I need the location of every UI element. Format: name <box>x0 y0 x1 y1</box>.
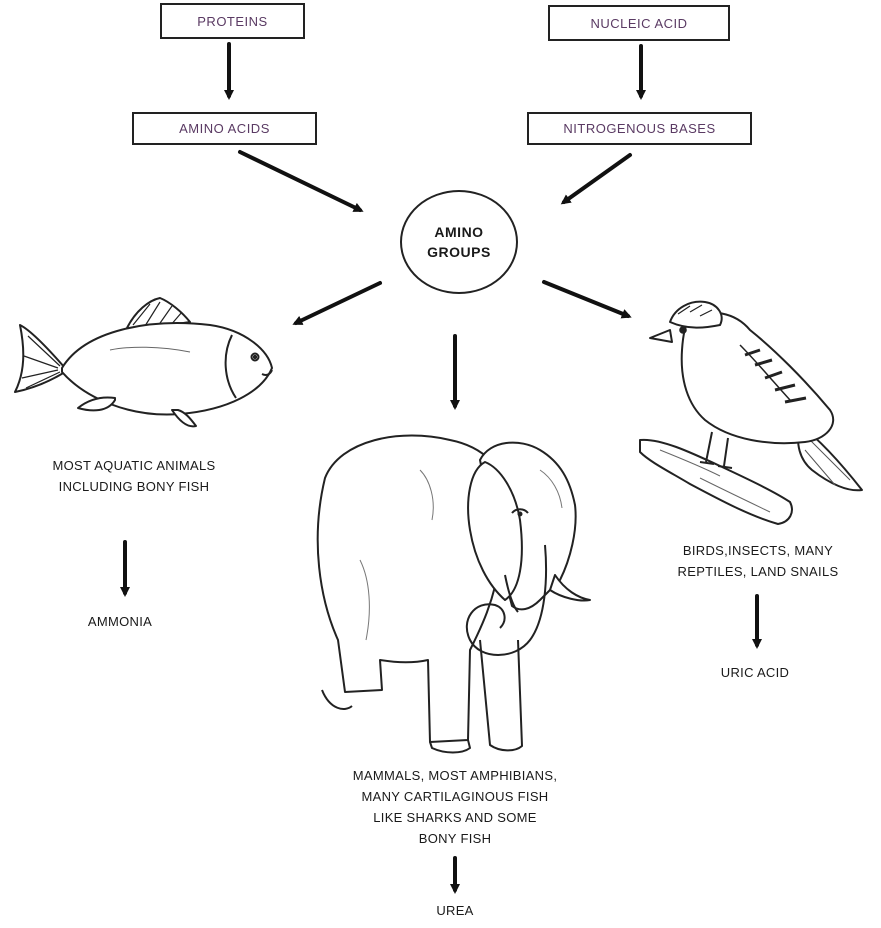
nitrogenous-bases-box: NITROGENOUS BASES <box>527 112 752 145</box>
amino-groups-line1: AMINO <box>434 222 483 242</box>
amino-acids-box: AMINO ACIDS <box>132 112 317 145</box>
uric-acid-label: URIC ACID <box>680 662 830 683</box>
nucleic-acid-box: NUCLEIC ACID <box>548 5 730 41</box>
arrow-groups-to-bird <box>544 282 628 316</box>
aquatic-animals-caption: MOST AQUATIC ANIMALS INCLUDING BONY FISH <box>14 455 254 497</box>
proteins-box: PROTEINS <box>160 3 305 39</box>
urea-label: UREA <box>400 900 510 921</box>
arrow-nitrogenous-to-groups <box>564 155 630 202</box>
ammonia-label: AMMONIA <box>50 611 190 632</box>
amino-acids-label: AMINO ACIDS <box>179 121 270 136</box>
mammals-caption: MAMMALS, MOST AMPHIBIANS, MANY CARTILAGI… <box>290 765 620 849</box>
nitrogenous-bases-label: NITROGENOUS BASES <box>563 121 715 136</box>
birds-caption-line2: REPTILES, LAND SNAILS <box>640 561 876 582</box>
amino-groups-line2: GROUPS <box>427 242 491 262</box>
aquatic-caption-line2: INCLUDING BONY FISH <box>14 476 254 497</box>
amino-groups-node: AMINO GROUPS <box>400 190 518 294</box>
mammals-caption-line3: LIKE SHARKS AND SOME <box>290 807 620 828</box>
mammals-caption-line1: MAMMALS, MOST AMPHIBIANS, <box>290 765 620 786</box>
arrow-amino-acids-to-groups <box>240 152 360 210</box>
birds-caption: BIRDS,INSECTS, MANY REPTILES, LAND SNAIL… <box>640 540 876 582</box>
aquatic-caption-line1: MOST AQUATIC ANIMALS <box>14 455 254 476</box>
birds-caption-line1: BIRDS,INSECTS, MANY <box>640 540 876 561</box>
arrow-groups-to-fish <box>296 283 380 323</box>
nucleic-acid-label: NUCLEIC ACID <box>590 16 687 31</box>
mammals-caption-line2: MANY CARTILAGINOUS FISH <box>290 786 620 807</box>
proteins-label: PROTEINS <box>197 14 267 29</box>
mammals-caption-line4: BONY FISH <box>290 828 620 849</box>
